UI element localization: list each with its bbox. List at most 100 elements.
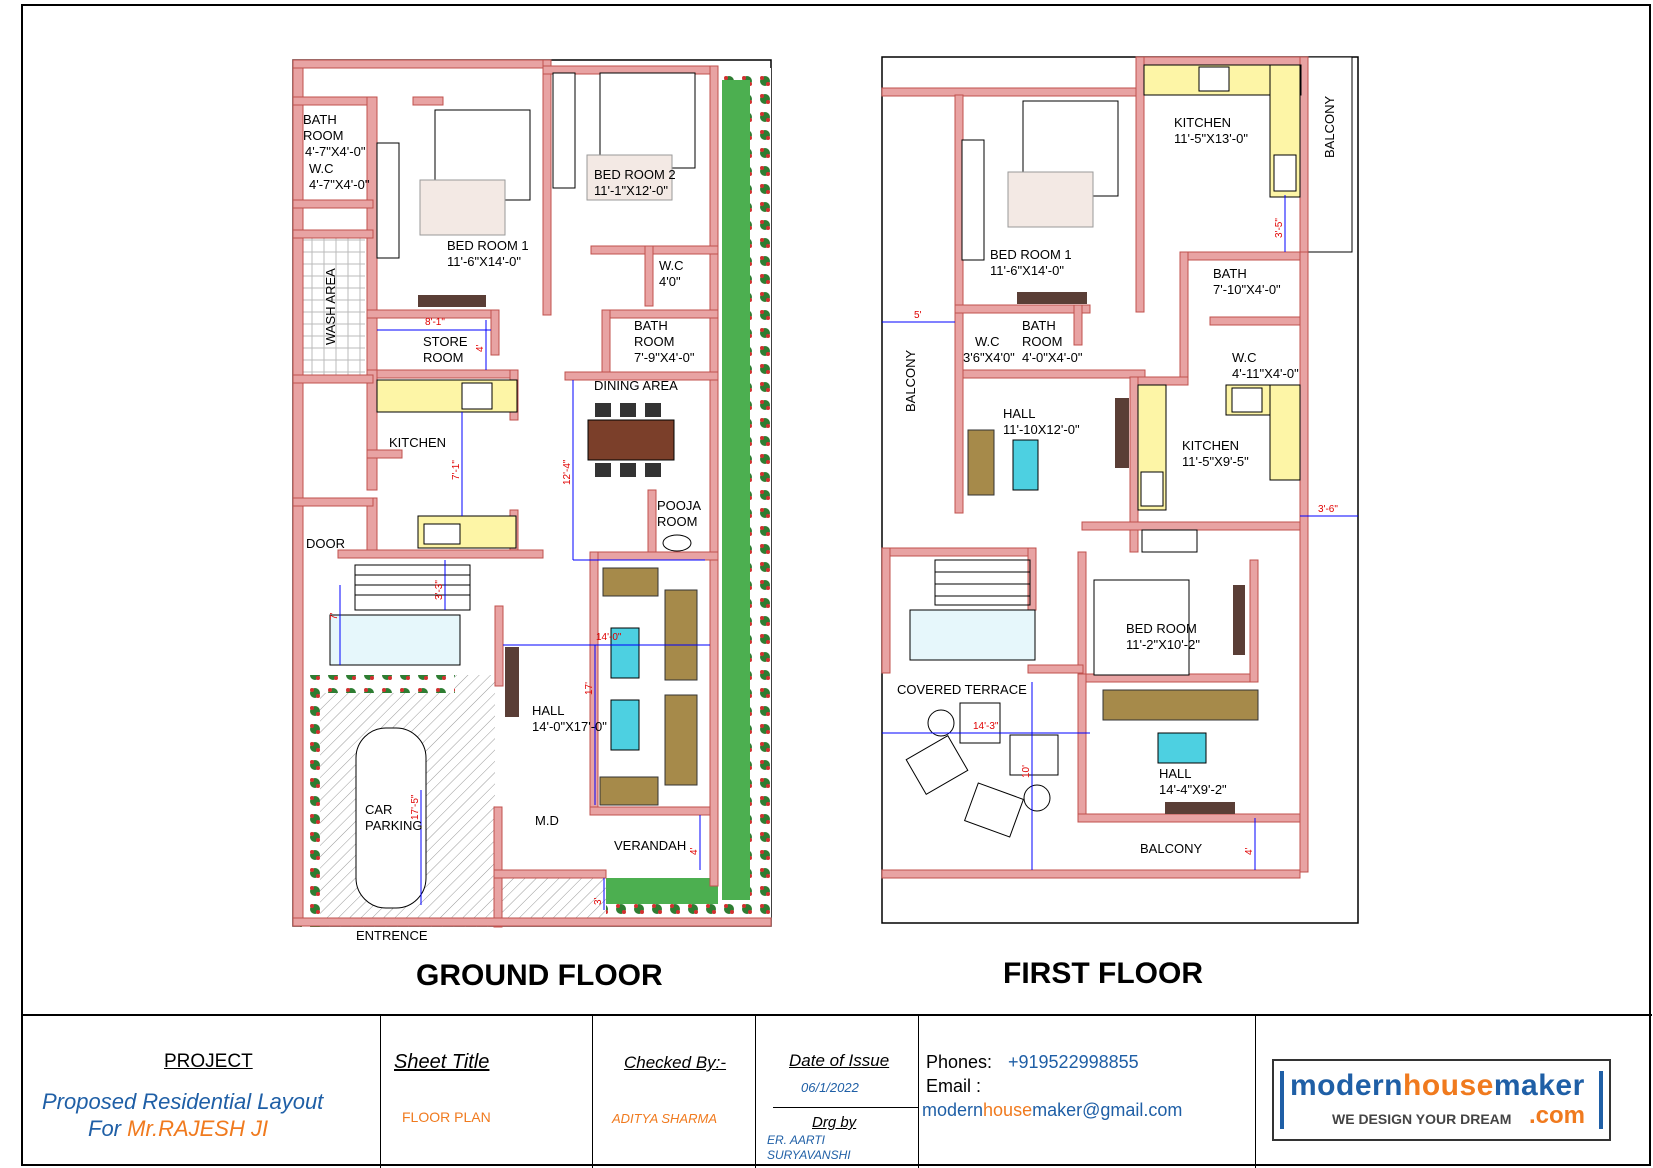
gf-verandah-name: VERANDAH: [614, 838, 686, 853]
project-label: PROJECT: [164, 1051, 253, 1072]
sheet-title-label: Sheet Title: [394, 1051, 490, 1073]
ff-stove-2-icon: [1231, 387, 1263, 413]
gf-hall-name: HALL: [532, 703, 565, 718]
wardrobe-1-icon: [376, 142, 400, 259]
ff-balcony-left-name: BALCONY: [903, 350, 918, 412]
logo-text: modernhousemaker: [1290, 1069, 1585, 1103]
ff-hall-table: [1012, 439, 1039, 491]
gf-store-name2: ROOM: [423, 350, 463, 365]
gf-entrence-name: ENTRENCE: [356, 928, 428, 943]
ff-bath2-name: BATH: [1022, 318, 1056, 333]
email-value[interactable]: modernhousemaker@gmail.com: [922, 1100, 1182, 1121]
sheet-title-value: FLOOR PLAN: [402, 1109, 491, 1125]
ff-hall2-sofa: [1102, 689, 1259, 721]
gf-dim-store-width: 8'-1": [425, 317, 445, 328]
ff-kitchen1-size: 11'-5"X13'-0": [1174, 131, 1248, 146]
gf-car-name: CAR: [365, 802, 392, 817]
center-table-1: [610, 627, 640, 679]
logo-bar-left: [1280, 1071, 1284, 1129]
front-lawn: [606, 878, 718, 908]
phones-label: Phones:: [926, 1052, 993, 1072]
gf-bed2-size: 11'-1"X12'-0": [594, 183, 668, 198]
gf-wash-area: WASH AREA: [323, 268, 338, 345]
gf-wc-size: 4'-7"X4'-0": [309, 177, 370, 192]
ground-floor-title: GROUND FLOOR: [416, 959, 663, 992]
drg-label: Drg by: [812, 1114, 857, 1131]
project-cell: PROJECT Proposed Residential Layout For …: [22, 1016, 381, 1168]
ff-bath-size: 7'-10"X4'-0": [1213, 282, 1281, 297]
title-block: PROJECT Proposed Residential Layout For …: [22, 1014, 1652, 1168]
date-cell: Date of Issue 06/1/2022 Drg by ER. AARTI…: [755, 1016, 919, 1168]
email-part-d: @gmail.com: [1082, 1100, 1183, 1120]
dining-chairs: [595, 403, 661, 477]
checked-by-value: ADITYA SHARMA: [612, 1111, 717, 1126]
wash-area-floor: [300, 238, 365, 383]
contact-cell: Phones: +919522998855 Email : modernhous…: [918, 1016, 1256, 1168]
logo-com: .com: [1529, 1102, 1586, 1129]
first-floor-title: FIRST FLOOR: [1003, 957, 1203, 990]
gf-pooja-name: POOJA: [657, 498, 701, 513]
ff-bed-2-icon: [1093, 579, 1190, 676]
logo-part-c: maker: [1493, 1069, 1585, 1102]
gf-bath2-name2: ROOM: [634, 334, 674, 349]
ff-dim-terrace-depth: 10': [1021, 765, 1032, 778]
email-label: Email :: [926, 1076, 982, 1096]
ff-balcony-right-name: BALCONY: [1322, 96, 1337, 158]
ff-hall2-tv-unit: [1165, 802, 1235, 814]
checked-by-label: Checked By:-: [624, 1053, 727, 1072]
ff-kitchen2-name: KITCHEN: [1182, 438, 1239, 453]
ff-balcony-right: [1305, 56, 1353, 253]
gf-hall-size: 14'-0"X17'-0": [532, 719, 607, 734]
gf-dim-stair-width: 3'-3": [434, 580, 445, 600]
ff-hall-tv-unit: [1115, 398, 1129, 468]
stove-icon: [461, 382, 493, 410]
parking-plants-top: [300, 675, 455, 693]
gf-bed1-name: BED ROOM 1: [447, 238, 529, 253]
sink-icon: [423, 523, 461, 545]
gf-bed1-size: 11'-6"X14'-0": [447, 254, 521, 269]
hall-sofas: [599, 567, 698, 806]
ground-dimension-lines: [339, 320, 710, 910]
ff-hall2-name: HALL: [1159, 766, 1192, 781]
ff-wardrobe-icon: [961, 139, 985, 261]
gf-wc2-size: 4'0": [659, 274, 681, 289]
gf-dim-stair-length: 7': [329, 612, 340, 620]
drg-value: ER. AARTI SURYAVANSHI: [767, 1133, 851, 1162]
car-icon: [355, 727, 427, 909]
ff-kitchen2-size: 11'-5"X9'-5": [1182, 454, 1249, 469]
ff-hall2-table: [1157, 732, 1207, 764]
ff-wc-name: W.C: [975, 334, 1000, 349]
gf-store-name: STORE: [423, 334, 468, 349]
ff-sink-2-icon: [1140, 471, 1164, 507]
gf-dim-hall-depth: 17': [584, 682, 595, 695]
ff-bed-1-rug: [1007, 171, 1094, 228]
client-name: Mr.RAJESH JI: [127, 1116, 269, 1141]
ff-kitchen2-counter-side: [1269, 384, 1301, 481]
ff-dim-terrace-width: 14'-3": [973, 721, 999, 732]
ff-bath2-size: 4'-0"X4'-0": [1022, 350, 1083, 365]
gf-pooja-name2: ROOM: [657, 514, 697, 529]
gf-dim-hall-width: 14'-0": [596, 632, 622, 643]
date-label: Date of Issue: [789, 1051, 890, 1070]
gf-dim-dining: 12'-4": [562, 459, 573, 485]
ground-floor-walls: [292, 59, 772, 928]
ff-hall-size: 11'-10X12'-0": [1003, 422, 1080, 437]
ff-dim-balcony: 5': [914, 310, 922, 321]
gf-bath-size: 4'-7"X4'-0": [305, 144, 366, 159]
ff-hall2-size: 14'-4"X9'-2": [1159, 782, 1227, 797]
logo-tagline: WE DESIGN YOUR DREAM: [1332, 1111, 1512, 1127]
gf-dim-verandah: 4': [689, 847, 700, 855]
ff-tv-unit-bed-1: [1017, 292, 1087, 304]
ff-dim-side: 3'-6": [1318, 504, 1338, 515]
gf-dim-kitchen: 7'-1": [451, 460, 462, 480]
pooja-icon: [662, 534, 692, 552]
ff-wc2-name: W.C: [1232, 350, 1257, 365]
gf-dim-parking: 17'-5": [410, 794, 421, 820]
gf-md-name: M.D: [535, 813, 559, 828]
first-floor-plan: KITCHEN 11'-5"X13'-0" BALCONY BED ROOM 1…: [881, 56, 1359, 990]
ff-wardrobe-2-icon: [1141, 529, 1198, 553]
dining-table-icon: [587, 419, 675, 461]
gf-bed2-name: BED ROOM 2: [594, 167, 676, 182]
ground-floor-plan: BATH ROOM 4'-7"X4'-0" W.C 4'-7"X4'-0" BE…: [292, 59, 772, 992]
